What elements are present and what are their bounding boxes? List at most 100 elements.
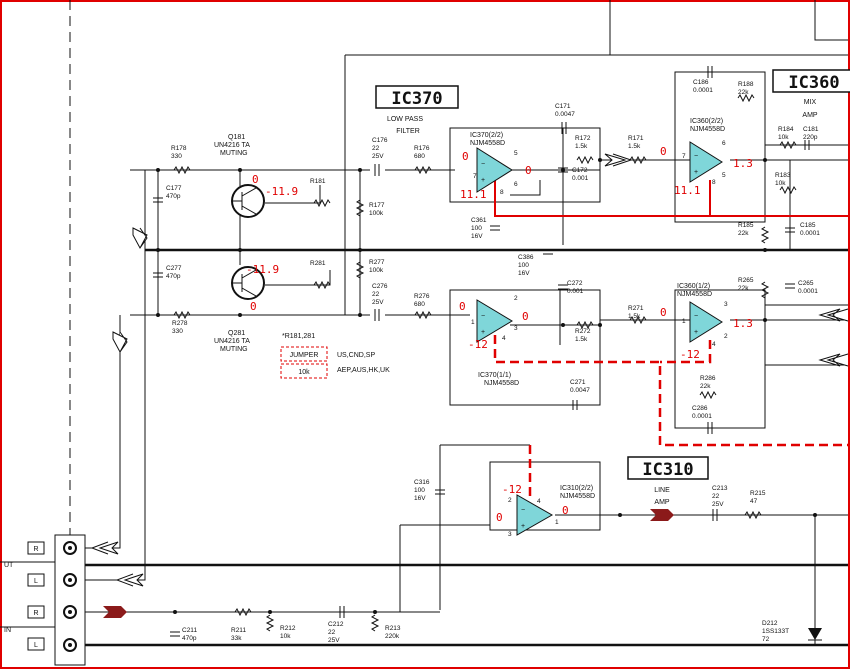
component-label-r277: 100k xyxy=(369,267,384,274)
opamp-plus: + xyxy=(694,329,698,336)
opamp-minus: − xyxy=(481,313,485,320)
component-label-c286: 0.0001 xyxy=(692,413,712,420)
jumper-ref: *R181,281 xyxy=(282,333,315,340)
ic360-1-opamp xyxy=(689,301,723,343)
out-r-box xyxy=(27,541,45,555)
pin-number: 4 xyxy=(537,498,541,505)
pin-number: 3 xyxy=(508,531,512,538)
resistor-option-label: 10k xyxy=(298,369,310,376)
component-label-r212: 10k xyxy=(280,633,291,640)
pin-number: 2 xyxy=(514,295,518,302)
line-caption-1: LINE xyxy=(654,487,670,494)
ic360-2-part: NJM4558D xyxy=(690,126,725,133)
component-label-r184: R184 xyxy=(778,126,794,133)
pin-number: 7 xyxy=(473,173,477,180)
component-label-c361: 16V xyxy=(471,233,483,240)
lowpass-caption-1: LOW PASS xyxy=(387,116,423,123)
component-label-r276: R276 xyxy=(414,293,430,300)
component-label-r183: R183 xyxy=(775,172,791,179)
ic360-2-ref: IC360(2/2) xyxy=(690,118,723,125)
component-labels: R178330C177470pR181R177100kC1762225VR176… xyxy=(166,79,820,644)
ic360-1-ref: IC360(1/2) xyxy=(677,283,710,290)
component-label-r211: 33k xyxy=(231,635,242,642)
component-label-r171: R171 xyxy=(628,135,644,142)
ic370-1-ref: IC370(1/1) xyxy=(478,372,511,379)
opamp-minus: − xyxy=(521,507,525,514)
component-label-r178: 330 xyxy=(171,153,182,160)
pin-number: 7 xyxy=(682,153,686,160)
component-label-r181: R181 xyxy=(310,178,326,185)
component-label-r286: 22k xyxy=(700,383,711,390)
out-l-label: L xyxy=(34,578,38,585)
wiring xyxy=(0,0,848,647)
component-label-r176: R176 xyxy=(414,145,430,152)
component-label-c316: C316 xyxy=(414,479,430,486)
ic310-part: NJM4558D xyxy=(560,493,595,500)
voltage-ic310-in: 0 xyxy=(496,511,503,524)
pin-number: 8 xyxy=(712,179,716,186)
component-label-r177: 100k xyxy=(369,210,384,217)
component-label-c212: 25V xyxy=(328,637,340,644)
component-label-c171: 0.0047 xyxy=(555,111,575,118)
jumper-box xyxy=(280,346,328,362)
component-label-c271: C271 xyxy=(570,379,586,386)
component-label-r265: 22k xyxy=(738,285,749,292)
voltage-ic360-1-v: -12 xyxy=(680,348,700,361)
ic370-title: IC370 xyxy=(391,89,442,109)
ic360-2-opamp xyxy=(689,141,723,183)
component-label-r215: R215 xyxy=(750,490,766,497)
component-label-c265: C265 xyxy=(798,280,814,287)
opamp-minus: − xyxy=(694,313,698,320)
component-label-c176: C176 xyxy=(372,137,388,144)
voltage-q281-e: 0 xyxy=(250,300,257,313)
pin-number: 4 xyxy=(712,341,716,348)
lowpass-caption-2: FILTER xyxy=(396,128,420,135)
voltage-q181-b: 0 xyxy=(252,173,259,186)
component-label-r172: 1.5k xyxy=(575,143,588,150)
out-r-label: R xyxy=(33,546,38,553)
voltage-ic360-2-v: 11.1 xyxy=(674,184,701,197)
voltage-ic360-1-in: 0 xyxy=(660,306,667,319)
pin-number: 1 xyxy=(471,319,475,326)
pin-number: 8 xyxy=(500,189,504,196)
in-r-label: R xyxy=(33,610,38,617)
jumper-regions: US,CND,SP xyxy=(337,352,375,359)
d212-diode xyxy=(808,628,822,640)
component-label-r272: R272 xyxy=(575,328,591,335)
component-label-c361: 100 xyxy=(471,225,482,232)
mix-caption-1: MIX xyxy=(804,99,817,106)
component-label-c272: C272 xyxy=(567,280,583,287)
io-connector xyxy=(54,534,86,666)
voltage-q181-c: -11.9 xyxy=(265,185,298,198)
junction-dots xyxy=(156,158,817,614)
pin-number: 4 xyxy=(502,335,506,342)
component-label-r177: R177 xyxy=(369,202,385,209)
line-caption-2: AMP xyxy=(654,499,670,506)
opamp-plus: + xyxy=(481,177,485,184)
component-label-c265: 0.0001 xyxy=(798,288,818,295)
component-label-d212: D212 xyxy=(762,620,778,627)
ic360-title: IC360 xyxy=(788,73,839,93)
component-label-r278: R278 xyxy=(172,320,188,327)
pin-number: 3 xyxy=(724,301,728,308)
component-label-c186: C186 xyxy=(693,79,709,86)
component-label-c213: 25V xyxy=(712,501,724,508)
component-label-c277: 470p xyxy=(166,273,181,280)
in-r-box xyxy=(27,605,45,619)
component-label-r188: 22k xyxy=(738,89,749,96)
component-label-c186: 0.0001 xyxy=(693,87,713,94)
mix-caption-2: AMP xyxy=(802,112,818,119)
out-label: UT xyxy=(4,562,14,569)
voltage-ic370-1-v: -12 xyxy=(468,338,488,351)
opamp-plus: + xyxy=(481,329,485,336)
ic370-1-part: NJM4558D xyxy=(484,380,519,387)
component-label-c212: C212 xyxy=(328,621,344,628)
component-label-r215: 47 xyxy=(750,498,758,505)
component-label-r188: R188 xyxy=(738,81,754,88)
ic370-2-ref: IC370(2/2) xyxy=(470,132,503,139)
component-label-r281: R281 xyxy=(310,260,326,267)
component-label-c213: C213 xyxy=(712,485,728,492)
component-label-r265: R265 xyxy=(738,277,754,284)
